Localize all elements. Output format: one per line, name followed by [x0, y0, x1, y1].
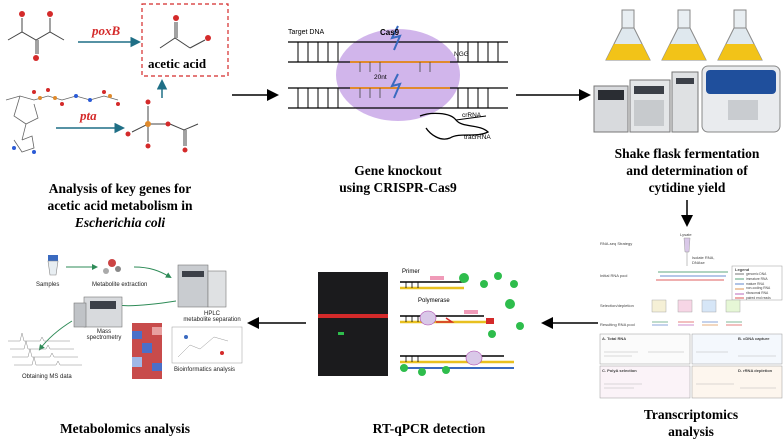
- selection-label: Selection/depletion: [600, 303, 634, 308]
- initial-pool-label: Initial RNA pool: [600, 273, 628, 278]
- panel2-title-line1: Gene knockout: [354, 163, 442, 178]
- ms-spectra: [8, 332, 82, 366]
- mass-label-line2: spectrometry: [86, 335, 122, 341]
- panel1-title-line3: Escherichia coli: [74, 215, 166, 230]
- isolate-label: Isolate RNA,: [692, 255, 715, 260]
- acetic-acid-label: acetic acid: [148, 56, 207, 71]
- mass-spectrometer: [73, 296, 123, 328]
- panel2-title: Gene knockout using CRISPR-Cas9: [280, 162, 516, 196]
- polymerase-shape: [419, 310, 437, 326]
- rtqpcr-diagram: [318, 272, 524, 376]
- plate-reader: [701, 65, 781, 133]
- box-a-label: A. Total RNA: [602, 336, 627, 341]
- panel-fermentation: Shake flask fermentation and determinati…: [590, 0, 784, 200]
- panel1-title: Analysis of key genes for acetic acid me…: [0, 180, 240, 231]
- dnase-label: DNAse: [692, 260, 705, 265]
- gene-pta-label: pta: [80, 108, 97, 123]
- lysate-tube: [683, 237, 691, 253]
- panel3-title: Shake flask fermentation and determinati…: [590, 145, 784, 196]
- pyruvate-molecule: [7, 18, 65, 54]
- shake-flask-2: [661, 9, 707, 61]
- box-d-label: D. rRNA depletion: [738, 368, 773, 373]
- resulting-pool-label: Resulting RNA pool: [600, 322, 635, 327]
- legend-item: paired end reads: [746, 295, 771, 300]
- cas9-label: Cas9: [380, 28, 400, 37]
- nt20-label: 20nt: [374, 74, 387, 81]
- panel3-title-line3: cytidine yield: [648, 180, 726, 195]
- legend-items: genomic DNA immature RNA mature RNA non-…: [746, 272, 771, 301]
- crispr-diagram: [288, 25, 508, 140]
- panel1-title-line2: acetic acid metabolism in: [47, 198, 193, 213]
- panel6-title: Metabolomics analysis: [59, 421, 191, 436]
- mass-label-line1: Mass: [96, 329, 112, 335]
- hplc-instrument: [593, 71, 699, 133]
- samples-label: Samples: [36, 282, 60, 288]
- panel4-title: Transcriptomics analysis: [598, 406, 784, 440]
- shake-flask-1: [605, 9, 651, 61]
- ms-data-label: Obtaining MS data: [22, 374, 72, 380]
- hplc-label-line2: metabolite separation: [183, 317, 241, 323]
- legend-item: non-coding RNA: [746, 286, 771, 291]
- legend-item: immature RNA: [746, 276, 768, 281]
- panel-crispr: Cas9 Target DNA NGG 20nt crRNA tracrRNA …: [280, 0, 516, 200]
- acetate-pathway-diagram: [5, 3, 229, 154]
- shake-flask-3: [717, 9, 763, 61]
- legend-item: ribosomal RNA: [746, 291, 769, 296]
- panel-metabolomics: Samples Metabolite extraction HPLC metab…: [0, 245, 250, 441]
- ngg-label: NGG: [454, 51, 469, 58]
- tracrrna-shape: [419, 112, 490, 140]
- legend-item: genomic DNA: [746, 272, 767, 276]
- panel-rtqpcr: Primer Polymerase RT-qPCR detection: [314, 269, 544, 441]
- target-dna-label: Target DNA: [288, 29, 325, 36]
- qpcr-instrument: [318, 272, 388, 376]
- polymerase-label: Polymerase: [418, 298, 450, 304]
- box-b-label: B. cDNA capture: [738, 336, 770, 341]
- amplification-strands: [400, 276, 514, 369]
- panel-key-genes: poxB acetic acid pta Analysis of key gen…: [0, 0, 240, 230]
- panel4-title-line1: Transcriptomics: [643, 407, 739, 422]
- cut-site-top: [390, 25, 402, 51]
- box-c-label: C. PolyA selection: [602, 368, 637, 373]
- panel1-title-line1: Analysis of key genes for: [48, 181, 192, 196]
- result-box-c: [599, 365, 691, 399]
- panel2-title-line2: using CRISPR-Cas9: [339, 180, 457, 195]
- fermentation-equipment: [593, 9, 781, 133]
- sample-tube: [47, 255, 59, 276]
- panel5-title: RT-qPCR detection: [372, 421, 486, 436]
- legend-title: Legend: [735, 267, 750, 272]
- rnaseq-diagram: [598, 230, 784, 400]
- metabolomics-workflow: [8, 255, 243, 379]
- rnaseq-strategy-label: RNA-seq Strategy: [600, 241, 633, 246]
- bioinformatics-label: Bioinformatics analysis: [174, 367, 236, 373]
- hplc-system: [177, 264, 227, 308]
- extraction-icon: [103, 259, 121, 274]
- legend-item: mature RNA: [746, 281, 765, 286]
- panel3-title-line1: Shake flask fermentation: [614, 146, 760, 161]
- acetic-acid-box: [141, 3, 229, 77]
- bioinformatics-plots: [171, 326, 243, 364]
- result-box-a: [599, 333, 691, 365]
- crrna-label: crRNA: [462, 112, 482, 119]
- gene-poxb-label: poxB: [92, 23, 121, 38]
- result-box-d: [691, 365, 783, 399]
- acetyl-coa-molecule: [5, 95, 119, 153]
- result-box-b: [691, 333, 783, 365]
- rnaseq-legend-box: [731, 265, 783, 301]
- extraction-label: Metabolite extraction: [92, 282, 148, 288]
- acetyl-phosphate-molecule: [131, 106, 199, 146]
- tracrrna-label: tracrRNA: [464, 134, 491, 141]
- primer-label: Primer: [402, 269, 420, 275]
- panel3-title-line2: and determination of: [626, 163, 748, 178]
- cut-site-bottom: [390, 73, 402, 99]
- hplc-label: HPLC metabolite separation: [182, 311, 242, 323]
- mass-spec-label: Mass spectrometry: [84, 329, 124, 341]
- lysate-label: Lysate: [680, 232, 692, 237]
- fluorescent-dots: [400, 272, 524, 376]
- panel4-title-line2: analysis: [668, 424, 714, 439]
- heatmap: [132, 323, 162, 379]
- panel-transcriptomics: RNA-seq Strategy Lysate Isolate RNA, DNA…: [598, 230, 784, 441]
- hplc-label-line1: HPLC: [203, 311, 220, 317]
